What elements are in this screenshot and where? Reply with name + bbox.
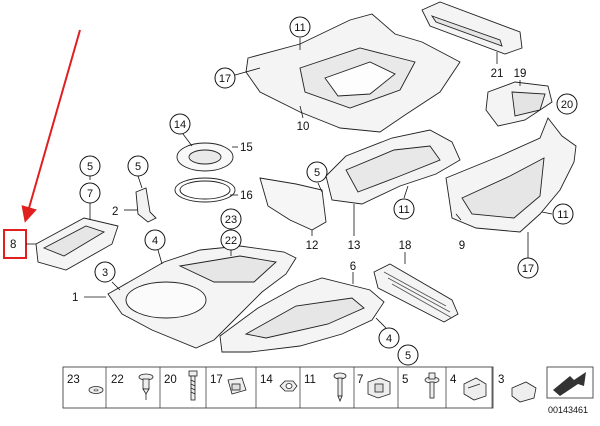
hex-nut-icon	[279, 380, 298, 392]
legend-label-3: 3	[498, 374, 504, 386]
part-grille-18	[373, 263, 459, 323]
legend-label-14: 14	[260, 374, 273, 386]
svg-text:6: 6	[350, 261, 356, 273]
part-bracket-21	[421, 1, 523, 55]
svg-text:11: 11	[398, 204, 409, 216]
svg-text:4: 4	[152, 235, 158, 247]
part-bracket-2	[124, 187, 157, 223]
callout-17-top: 17	[214, 67, 261, 89]
spring-nut-icon	[463, 377, 487, 401]
svg-text:5: 5	[314, 167, 320, 179]
svg-text:5: 5	[135, 161, 141, 173]
callout-13: 13	[348, 204, 361, 252]
view-direction-icon	[546, 366, 594, 399]
callout-6: 6	[350, 261, 356, 284]
svg-text:5: 5	[405, 350, 411, 362]
callout-14: 14	[169, 113, 193, 147]
part-underbody-panel-1	[107, 245, 297, 349]
svg-text:12: 12	[306, 240, 319, 252]
callout-7: 7	[79, 182, 101, 220]
svg-text:13: 13	[348, 240, 361, 252]
pointer-arrow	[21, 29, 81, 223]
legend-label-23: 23	[67, 374, 80, 386]
svg-text:20: 20	[561, 99, 573, 111]
svg-text:11: 11	[294, 22, 305, 34]
svg-text:19: 19	[514, 68, 527, 80]
callout-19: 19	[514, 68, 527, 86]
part-shield-8	[35, 217, 119, 271]
callout-9: 9	[455, 213, 465, 252]
svg-text:3: 3	[102, 267, 108, 279]
callout-11-mid: 11	[393, 185, 415, 220]
callout-1: 1	[72, 292, 106, 304]
callout-18: 18	[399, 240, 412, 264]
callout-22: 22	[220, 229, 242, 256]
svg-text:22: 22	[225, 235, 237, 247]
screw-icon	[333, 372, 347, 403]
part-cover-19	[485, 81, 553, 127]
svg-text:15: 15	[240, 142, 253, 154]
callout-5-b: 5	[127, 155, 149, 189]
callout-11-right: 11	[541, 203, 574, 225]
callout-5-a: 5	[79, 155, 101, 180]
callout-2: 2	[112, 206, 118, 218]
svg-text:11: 11	[557, 209, 568, 221]
callout-23: 23	[220, 208, 242, 230]
callout-3: 3	[94, 261, 121, 291]
callout-5-d: 5	[397, 344, 419, 366]
svg-text:5: 5	[87, 161, 93, 173]
part-panel-12	[259, 177, 327, 231]
svg-text:14: 14	[174, 119, 186, 131]
fastener-legend: 23 22 20 17 14	[62, 366, 537, 409]
callout-5-c: 5	[306, 161, 328, 193]
legend-label-22: 22	[111, 374, 124, 386]
svg-text:7: 7	[87, 188, 93, 200]
part-panel-13	[325, 129, 461, 205]
callout-4-a: 4	[144, 229, 166, 265]
svg-text:10: 10	[297, 121, 310, 133]
legend-label-11: 11	[304, 374, 316, 386]
svg-text:17: 17	[522, 263, 534, 275]
callout-17-right: 17	[517, 232, 539, 279]
callout-21: 21	[491, 52, 504, 80]
svg-text:21: 21	[491, 68, 504, 80]
flange-screw-icon	[424, 372, 440, 399]
svg-text:17: 17	[219, 73, 231, 85]
clip-icon	[511, 381, 537, 403]
part-panel-9	[445, 117, 577, 233]
callout-20: 20	[556, 93, 578, 115]
highlight-label: 8	[10, 239, 16, 251]
svg-text:2: 2	[112, 206, 118, 218]
callout-15: 15	[232, 142, 253, 154]
callout-16: 16	[230, 190, 253, 202]
bolt-icon	[188, 370, 198, 401]
legend-label-7: 7	[357, 374, 363, 386]
expanding-rivet-icon	[138, 373, 154, 400]
svg-text:9: 9	[459, 240, 465, 252]
legend-label-5: 5	[402, 374, 408, 386]
document-id: 00143461	[548, 405, 588, 415]
part-seal-disc-15	[176, 142, 234, 172]
svg-text:23: 23	[225, 214, 237, 226]
washer-icon	[88, 386, 104, 394]
svg-text:16: 16	[240, 190, 253, 202]
svg-text:1: 1	[72, 292, 78, 304]
svg-text:4: 4	[386, 333, 392, 345]
part-ring-16	[174, 177, 236, 203]
legend-label-4: 4	[450, 374, 457, 386]
callout-4-b: 4	[375, 317, 400, 349]
svg-text:18: 18	[399, 240, 412, 252]
part-underbody-panel-6	[219, 277, 385, 353]
clamp-icon	[367, 377, 391, 399]
callout-12: 12	[306, 230, 319, 252]
clip-nut-icon	[227, 377, 247, 395]
legend-label-20: 20	[164, 374, 177, 386]
callout-11-top: 11	[289, 16, 311, 50]
legend-label-17: 17	[210, 374, 223, 386]
callout-10: 10	[297, 105, 310, 133]
part-underbody-panel-10	[245, 13, 461, 133]
